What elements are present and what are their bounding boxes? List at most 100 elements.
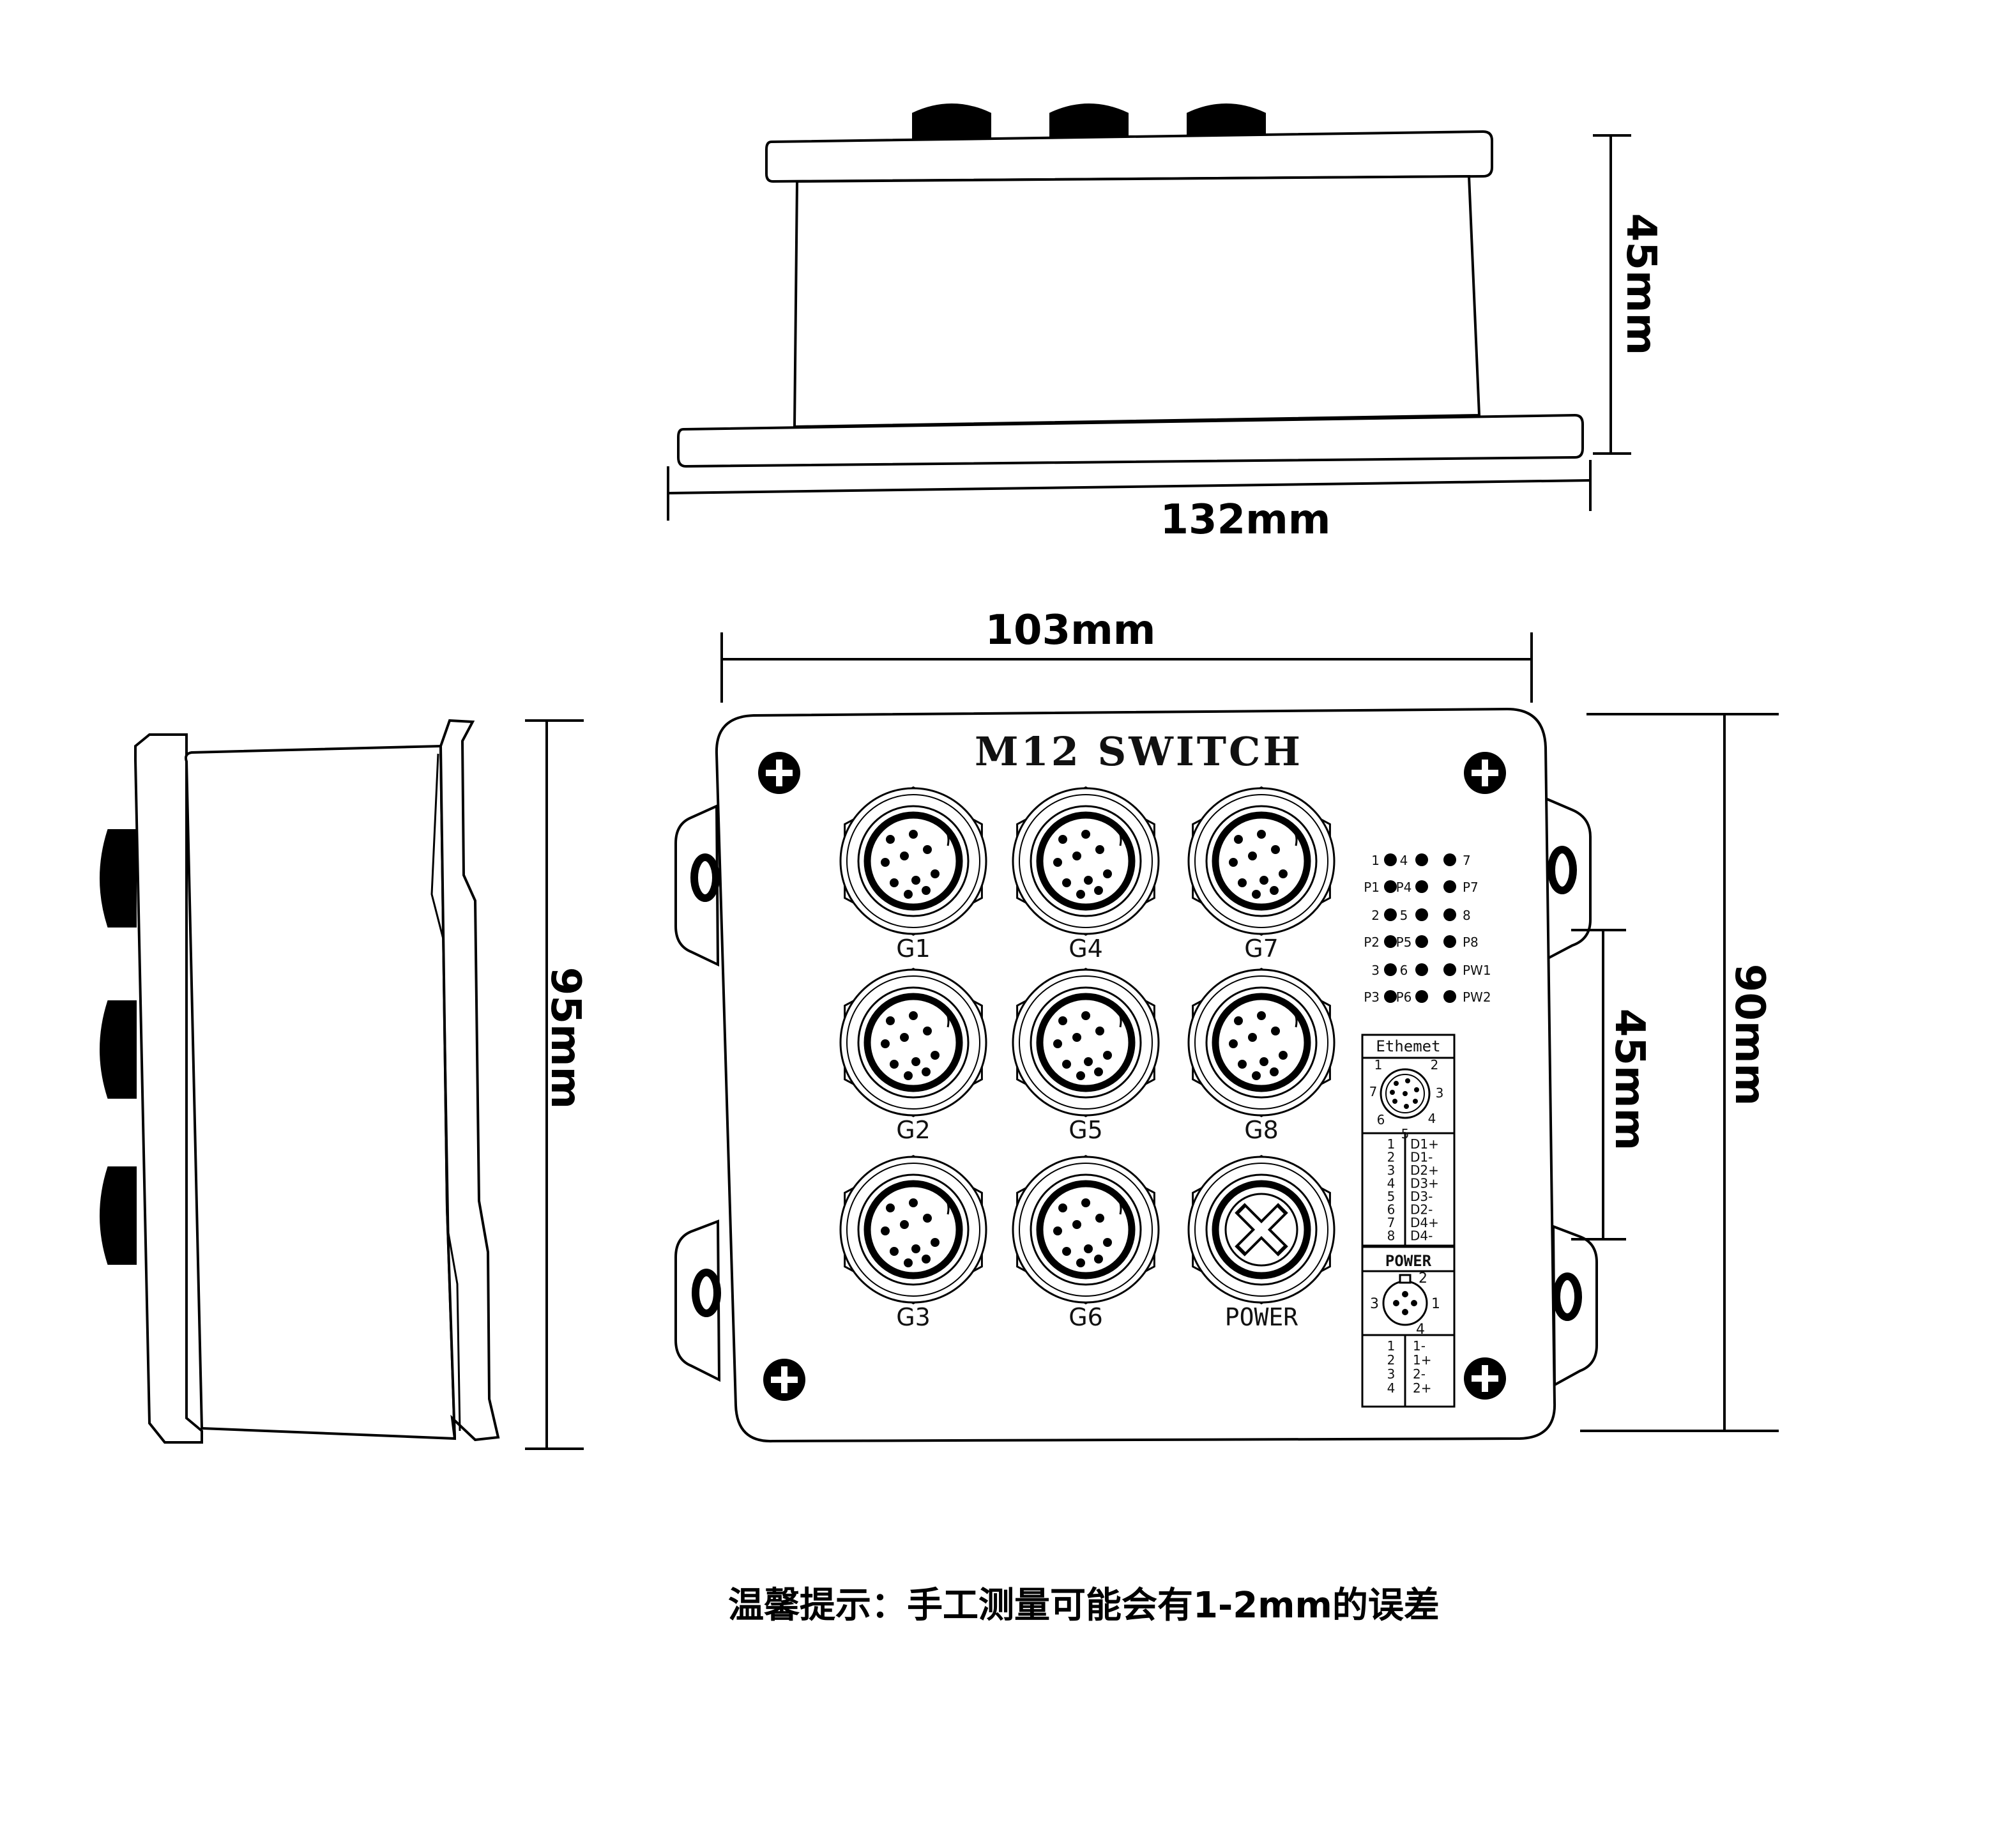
- led-dot: [1415, 935, 1428, 948]
- pin-dot: [909, 830, 918, 839]
- pin-dot: [1271, 1027, 1280, 1035]
- pin-dot: [1072, 851, 1081, 860]
- screw-br: [1464, 1357, 1506, 1400]
- power-header: POWER: [1385, 1252, 1432, 1270]
- pin-dot: [890, 1060, 899, 1069]
- pin-dot: [1103, 869, 1112, 878]
- pin-dot: [911, 876, 920, 885]
- ethernet-pin-signal: D3-: [1410, 1189, 1433, 1204]
- pin-dot: [904, 1071, 913, 1080]
- ethernet-pin-label: 6: [1377, 1112, 1385, 1127]
- power-pin-label: 2: [1419, 1271, 1427, 1287]
- pin-dot: [1259, 1057, 1268, 1066]
- port-label-g6: G6: [1069, 1303, 1103, 1331]
- pin-dot: [1095, 1027, 1104, 1035]
- pin-dot: [1103, 1051, 1112, 1060]
- port-connector-g7: [1187, 786, 1335, 936]
- ethernet-pin-number: 5: [1387, 1189, 1396, 1204]
- power-pin-label: 3: [1370, 1296, 1379, 1312]
- pin-dot: [1390, 1090, 1395, 1095]
- pin-dot: [1405, 1078, 1410, 1083]
- power-pin-signal: 2-: [1413, 1366, 1426, 1382]
- power-pin-number: 3: [1387, 1366, 1396, 1382]
- pin-dot: [1058, 1203, 1067, 1212]
- pin-dot: [1058, 835, 1067, 844]
- side-connector-3: [100, 1166, 137, 1265]
- ethernet-header: Ethemet: [1376, 1037, 1440, 1055]
- pin-dot: [1257, 1011, 1266, 1020]
- led-label-col3: PW1: [1463, 963, 1491, 978]
- pin-dot: [1252, 890, 1261, 899]
- ethernet-pin-signal: D3+: [1410, 1176, 1439, 1191]
- port-connector-g6: [1012, 1154, 1160, 1305]
- led-label-col3: PW2: [1463, 989, 1491, 1005]
- top-connector-cap-1: [912, 103, 991, 143]
- pin-dot: [1392, 1099, 1397, 1104]
- side-connector-2: [100, 1000, 137, 1099]
- led-label-col3: 8: [1463, 908, 1471, 923]
- pin-dot: [1062, 1060, 1071, 1069]
- led-label-col1: 1: [1371, 853, 1380, 868]
- pin-dot: [1095, 1214, 1104, 1223]
- ethernet-pin-number: 6: [1387, 1202, 1396, 1218]
- pin-dot: [881, 1039, 890, 1048]
- side-left-flange: [134, 733, 203, 1444]
- ethernet-pin-number: 8: [1387, 1228, 1396, 1244]
- pin-dot: [1062, 878, 1071, 887]
- screw-bl: [763, 1359, 805, 1401]
- ethernet-pin-signal: D1+: [1410, 1136, 1439, 1152]
- pin-dot: [1403, 1091, 1408, 1096]
- port-label-g7: G7: [1244, 935, 1279, 963]
- led-dot: [1384, 963, 1397, 976]
- led-label-col2: P6: [1396, 989, 1412, 1005]
- led-dot: [1443, 853, 1456, 866]
- mount-hole-bl: [692, 1269, 721, 1317]
- pin-dot: [1053, 858, 1062, 867]
- led-dot: [1443, 990, 1456, 1003]
- pin-dot: [886, 1203, 895, 1212]
- led-dot: [1443, 880, 1456, 893]
- ethernet-pin-number: 4: [1387, 1176, 1396, 1191]
- power-pin-label: 4: [1416, 1322, 1425, 1338]
- pin-dot: [1084, 876, 1093, 885]
- pin-dot: [1076, 1258, 1085, 1267]
- port-connector-g5: [1012, 967, 1160, 1118]
- pin-dot: [1394, 1081, 1399, 1086]
- pin-dot: [1404, 1104, 1409, 1109]
- top-connector-cap-3: [1187, 103, 1266, 143]
- pin-dot: [1229, 858, 1238, 867]
- ethernet-pin-label: 5: [1401, 1126, 1410, 1142]
- ethernet-pin-signal: D1-: [1410, 1150, 1433, 1165]
- ethernet-pin-number: 1: [1387, 1136, 1396, 1152]
- pin-dot: [1248, 851, 1257, 860]
- pin-dot: [1072, 1033, 1081, 1042]
- led-dot: [1384, 880, 1397, 893]
- led-label-col1: P3: [1364, 989, 1380, 1005]
- led-label-col3: P7: [1463, 880, 1479, 895]
- pin-dot: [1076, 1071, 1085, 1080]
- ethernet-pin-number: 3: [1387, 1163, 1396, 1178]
- pin-dot: [911, 1057, 920, 1066]
- pin-dot: [923, 1214, 932, 1223]
- pin-dot: [1271, 845, 1280, 854]
- screw-tr: [1464, 752, 1506, 794]
- pin-dot: [1053, 1039, 1062, 1048]
- power-pin-number: 2: [1387, 1352, 1396, 1368]
- port-connector-g4: [1012, 786, 1160, 936]
- pin-dot: [1234, 835, 1243, 844]
- ethernet-pin-signal: D2+: [1410, 1163, 1439, 1178]
- pin-dot: [1270, 886, 1279, 895]
- pin-dot: [1081, 1011, 1090, 1020]
- led-label-col1: P2: [1364, 935, 1380, 950]
- pin-dot: [900, 1033, 909, 1042]
- top-connector-cap-2: [1049, 103, 1129, 143]
- power-pin-number: 1: [1387, 1338, 1396, 1354]
